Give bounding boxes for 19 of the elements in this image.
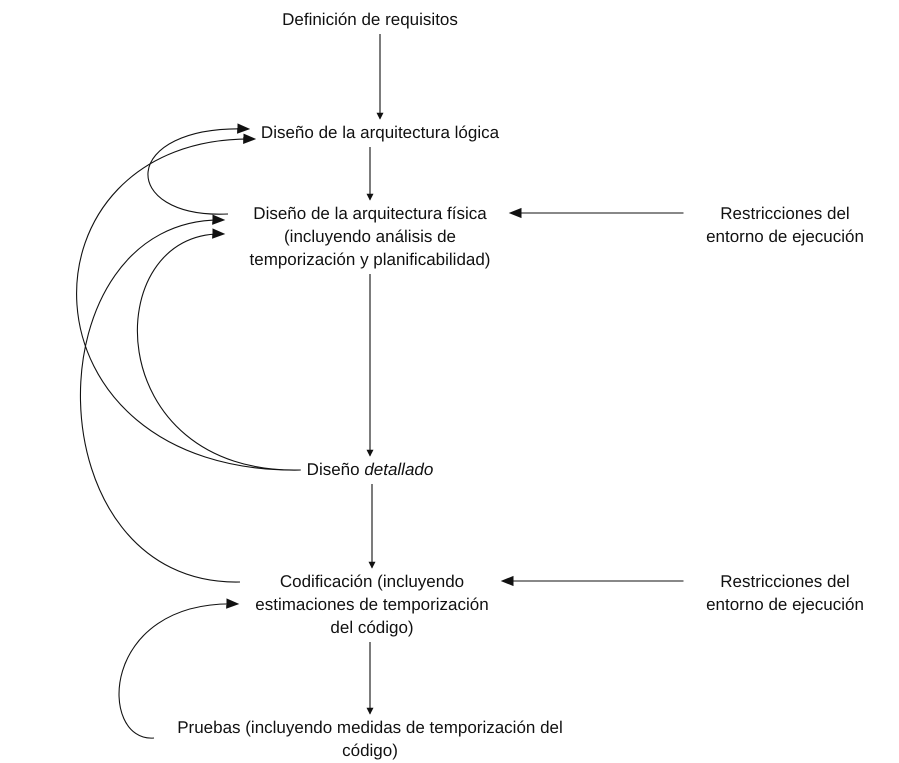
arrow (508, 208, 684, 218)
step-label: Diseño de la arquitectura lógica (260, 121, 500, 144)
arrow (148, 124, 250, 215)
arrow (376, 34, 384, 120)
step-label: Restricciones del entorno de ejecución (698, 570, 872, 616)
step-label: Restricciones del entorno de ejecución (698, 202, 872, 248)
step-label: Diseño de la arquitectura física (incluyendo análisis de temporización y planificabilidad) (234, 202, 506, 271)
step-label: Codificación (incluyendo estimaciones de temporización del código) (246, 570, 498, 639)
arrow (368, 484, 376, 569)
arrow (366, 642, 374, 715)
arrow (118, 599, 240, 739)
arrow (80, 216, 240, 583)
step-label: Definición de requisitos (282, 8, 458, 31)
arrow (500, 576, 684, 586)
arrow (366, 274, 374, 457)
step-label: Diseño detallado (306, 458, 434, 481)
step-label: Pruebas (incluyendo medidas de temporización del código) (160, 716, 580, 762)
arrow (366, 147, 374, 201)
arrow (137, 230, 301, 471)
